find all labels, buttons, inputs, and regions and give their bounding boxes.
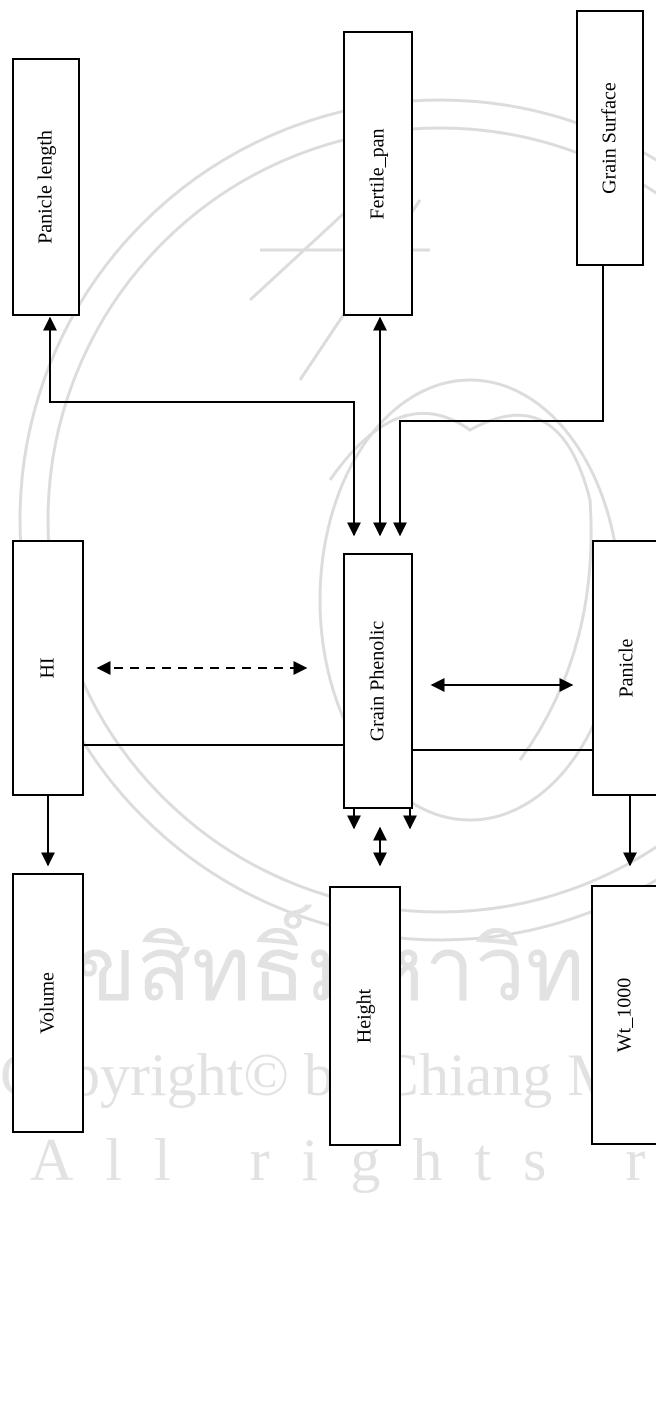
node-wt-1000: Wt_1000 bbox=[591, 885, 656, 1145]
node-panicle-length: Panicle length bbox=[12, 58, 80, 316]
node-label: HI bbox=[37, 657, 60, 678]
node-label: Fertile_pan bbox=[367, 128, 390, 219]
node-volume: Volume bbox=[12, 873, 84, 1133]
node-label: Volume bbox=[37, 972, 60, 1034]
node-label: Grain Phenolic bbox=[367, 621, 390, 742]
node-grain-surface: Grain Surface bbox=[576, 10, 644, 266]
node-fertile-pan: Fertile_pan bbox=[343, 31, 413, 316]
node-label: Wt_1000 bbox=[614, 978, 637, 1052]
node-label: Height bbox=[354, 989, 377, 1043]
node-label: Panicle bbox=[616, 639, 639, 698]
node-hi: HI bbox=[12, 540, 84, 796]
node-panicle: Panicle bbox=[592, 540, 656, 796]
arrow-panicle-length-phenolic bbox=[50, 318, 354, 535]
node-grain-phenolic: Grain Phenolic bbox=[343, 553, 413, 809]
node-height: Height bbox=[329, 886, 401, 1146]
arrow-phenolic-volume bbox=[48, 745, 354, 865]
arrow-grain-surface-phenolic bbox=[400, 248, 603, 535]
node-label: Panicle length bbox=[35, 130, 58, 244]
node-label: Grain Surface bbox=[599, 82, 622, 194]
